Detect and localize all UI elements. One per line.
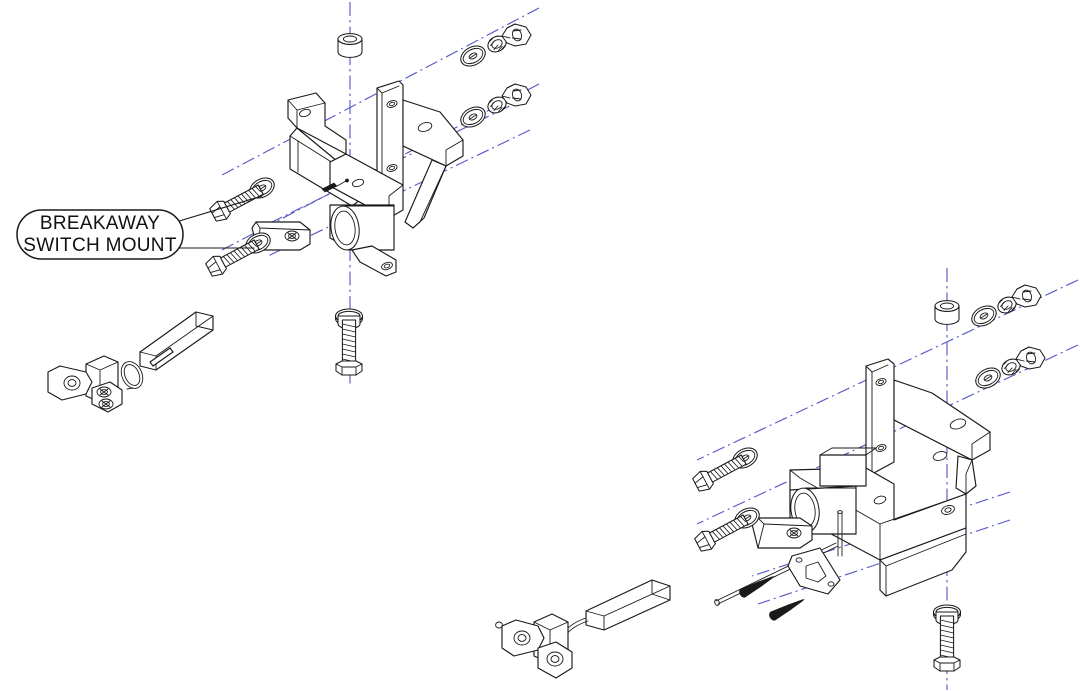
hex-nut-lower-right xyxy=(1015,346,1046,370)
self-tapping-screw-b xyxy=(767,595,807,622)
left-mounting-bracket xyxy=(251,80,464,277)
flat-washer-upper-left xyxy=(456,41,490,71)
flat-washer-lower-right xyxy=(971,363,1005,393)
left-assembly xyxy=(47,2,540,413)
hex-bolt-b-left xyxy=(203,235,262,280)
breakaway-switch-left xyxy=(47,311,214,413)
right-mounting-bracket xyxy=(714,358,991,606)
hex-nut-upper-right xyxy=(1011,284,1042,308)
right-assembly xyxy=(495,268,1079,690)
flat-washer-upper-right xyxy=(967,301,1001,331)
right-axis-lines xyxy=(696,268,1079,690)
callout-leader-upper xyxy=(175,195,263,223)
callout-breakaway-switch-mount: BREAKAWAY SWITCH MOUNT xyxy=(16,195,263,260)
hex-bolt-vertical-right xyxy=(933,606,961,672)
hex-bolt-vertical-left xyxy=(335,310,363,376)
hex-nut-lower-left xyxy=(501,83,532,107)
callout-line-2: SWITCH MOUNT xyxy=(23,235,177,256)
hex-bolt-a-left xyxy=(207,180,266,225)
hex-bolt-b-right xyxy=(692,510,751,555)
callout-bubble xyxy=(16,209,184,260)
breakaway-switch-right xyxy=(495,579,671,679)
spacer-bushing-top-left xyxy=(337,33,363,58)
callout-line-1: BREAKAWAY xyxy=(40,213,160,234)
hex-bolt-a-right xyxy=(690,450,749,495)
hex-nut-upper-left xyxy=(501,23,532,47)
self-tapping-screw-a xyxy=(737,572,777,599)
flat-washer-lower-left xyxy=(456,102,490,132)
switch-mount-plate xyxy=(787,547,841,595)
spacer-bushing-top-right xyxy=(934,300,960,325)
